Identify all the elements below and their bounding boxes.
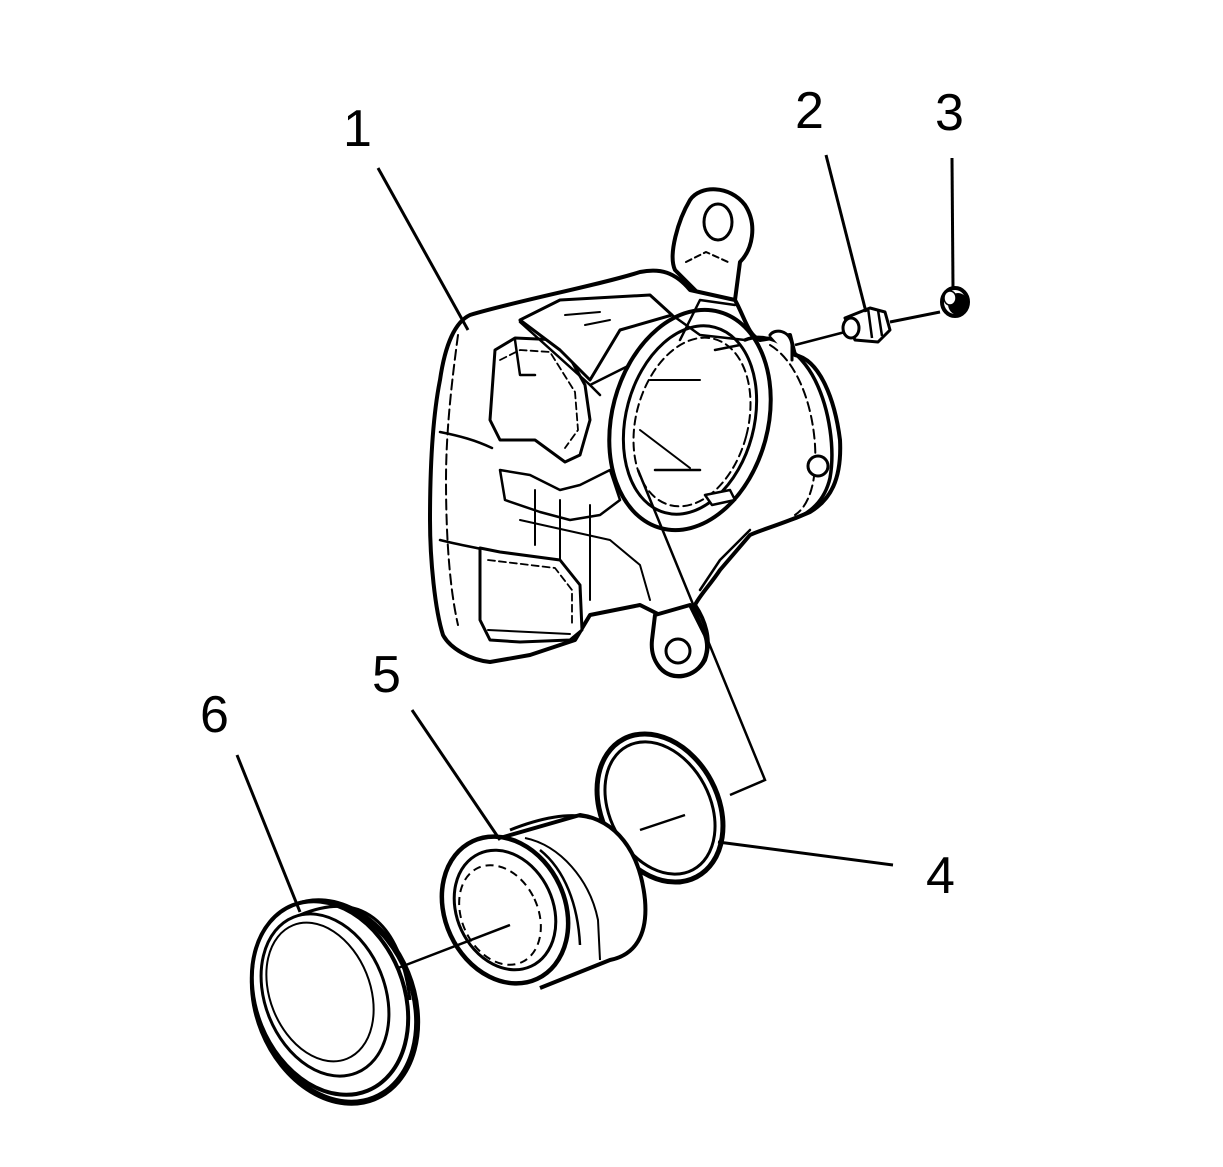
leader-lines bbox=[235, 154, 955, 913]
piston bbox=[439, 813, 648, 990]
leader-line-2 bbox=[824, 154, 868, 313]
caliper-housing bbox=[428, 187, 843, 679]
leader-line-1 bbox=[376, 167, 470, 331]
bleeder-alignment-line bbox=[794, 330, 846, 347]
callout-6: 6 bbox=[200, 686, 229, 744]
callout-5: 5 bbox=[372, 646, 401, 704]
leader-line-4 bbox=[717, 840, 894, 867]
callout-1: 1 bbox=[343, 100, 372, 158]
dust-boot bbox=[249, 898, 421, 1106]
callout-2: 2 bbox=[795, 82, 824, 140]
leader-line-6 bbox=[235, 754, 302, 913]
callout-labels: 1 2 3 4 5 6 bbox=[200, 82, 964, 905]
assembly-axis-lines bbox=[397, 469, 767, 970]
bleeder-cap bbox=[940, 286, 970, 318]
bleeder-valve bbox=[841, 306, 941, 344]
callout-4: 4 bbox=[926, 847, 955, 905]
leader-line-5 bbox=[410, 709, 502, 841]
callout-3: 3 bbox=[935, 84, 964, 142]
leader-line-3 bbox=[950, 157, 955, 289]
